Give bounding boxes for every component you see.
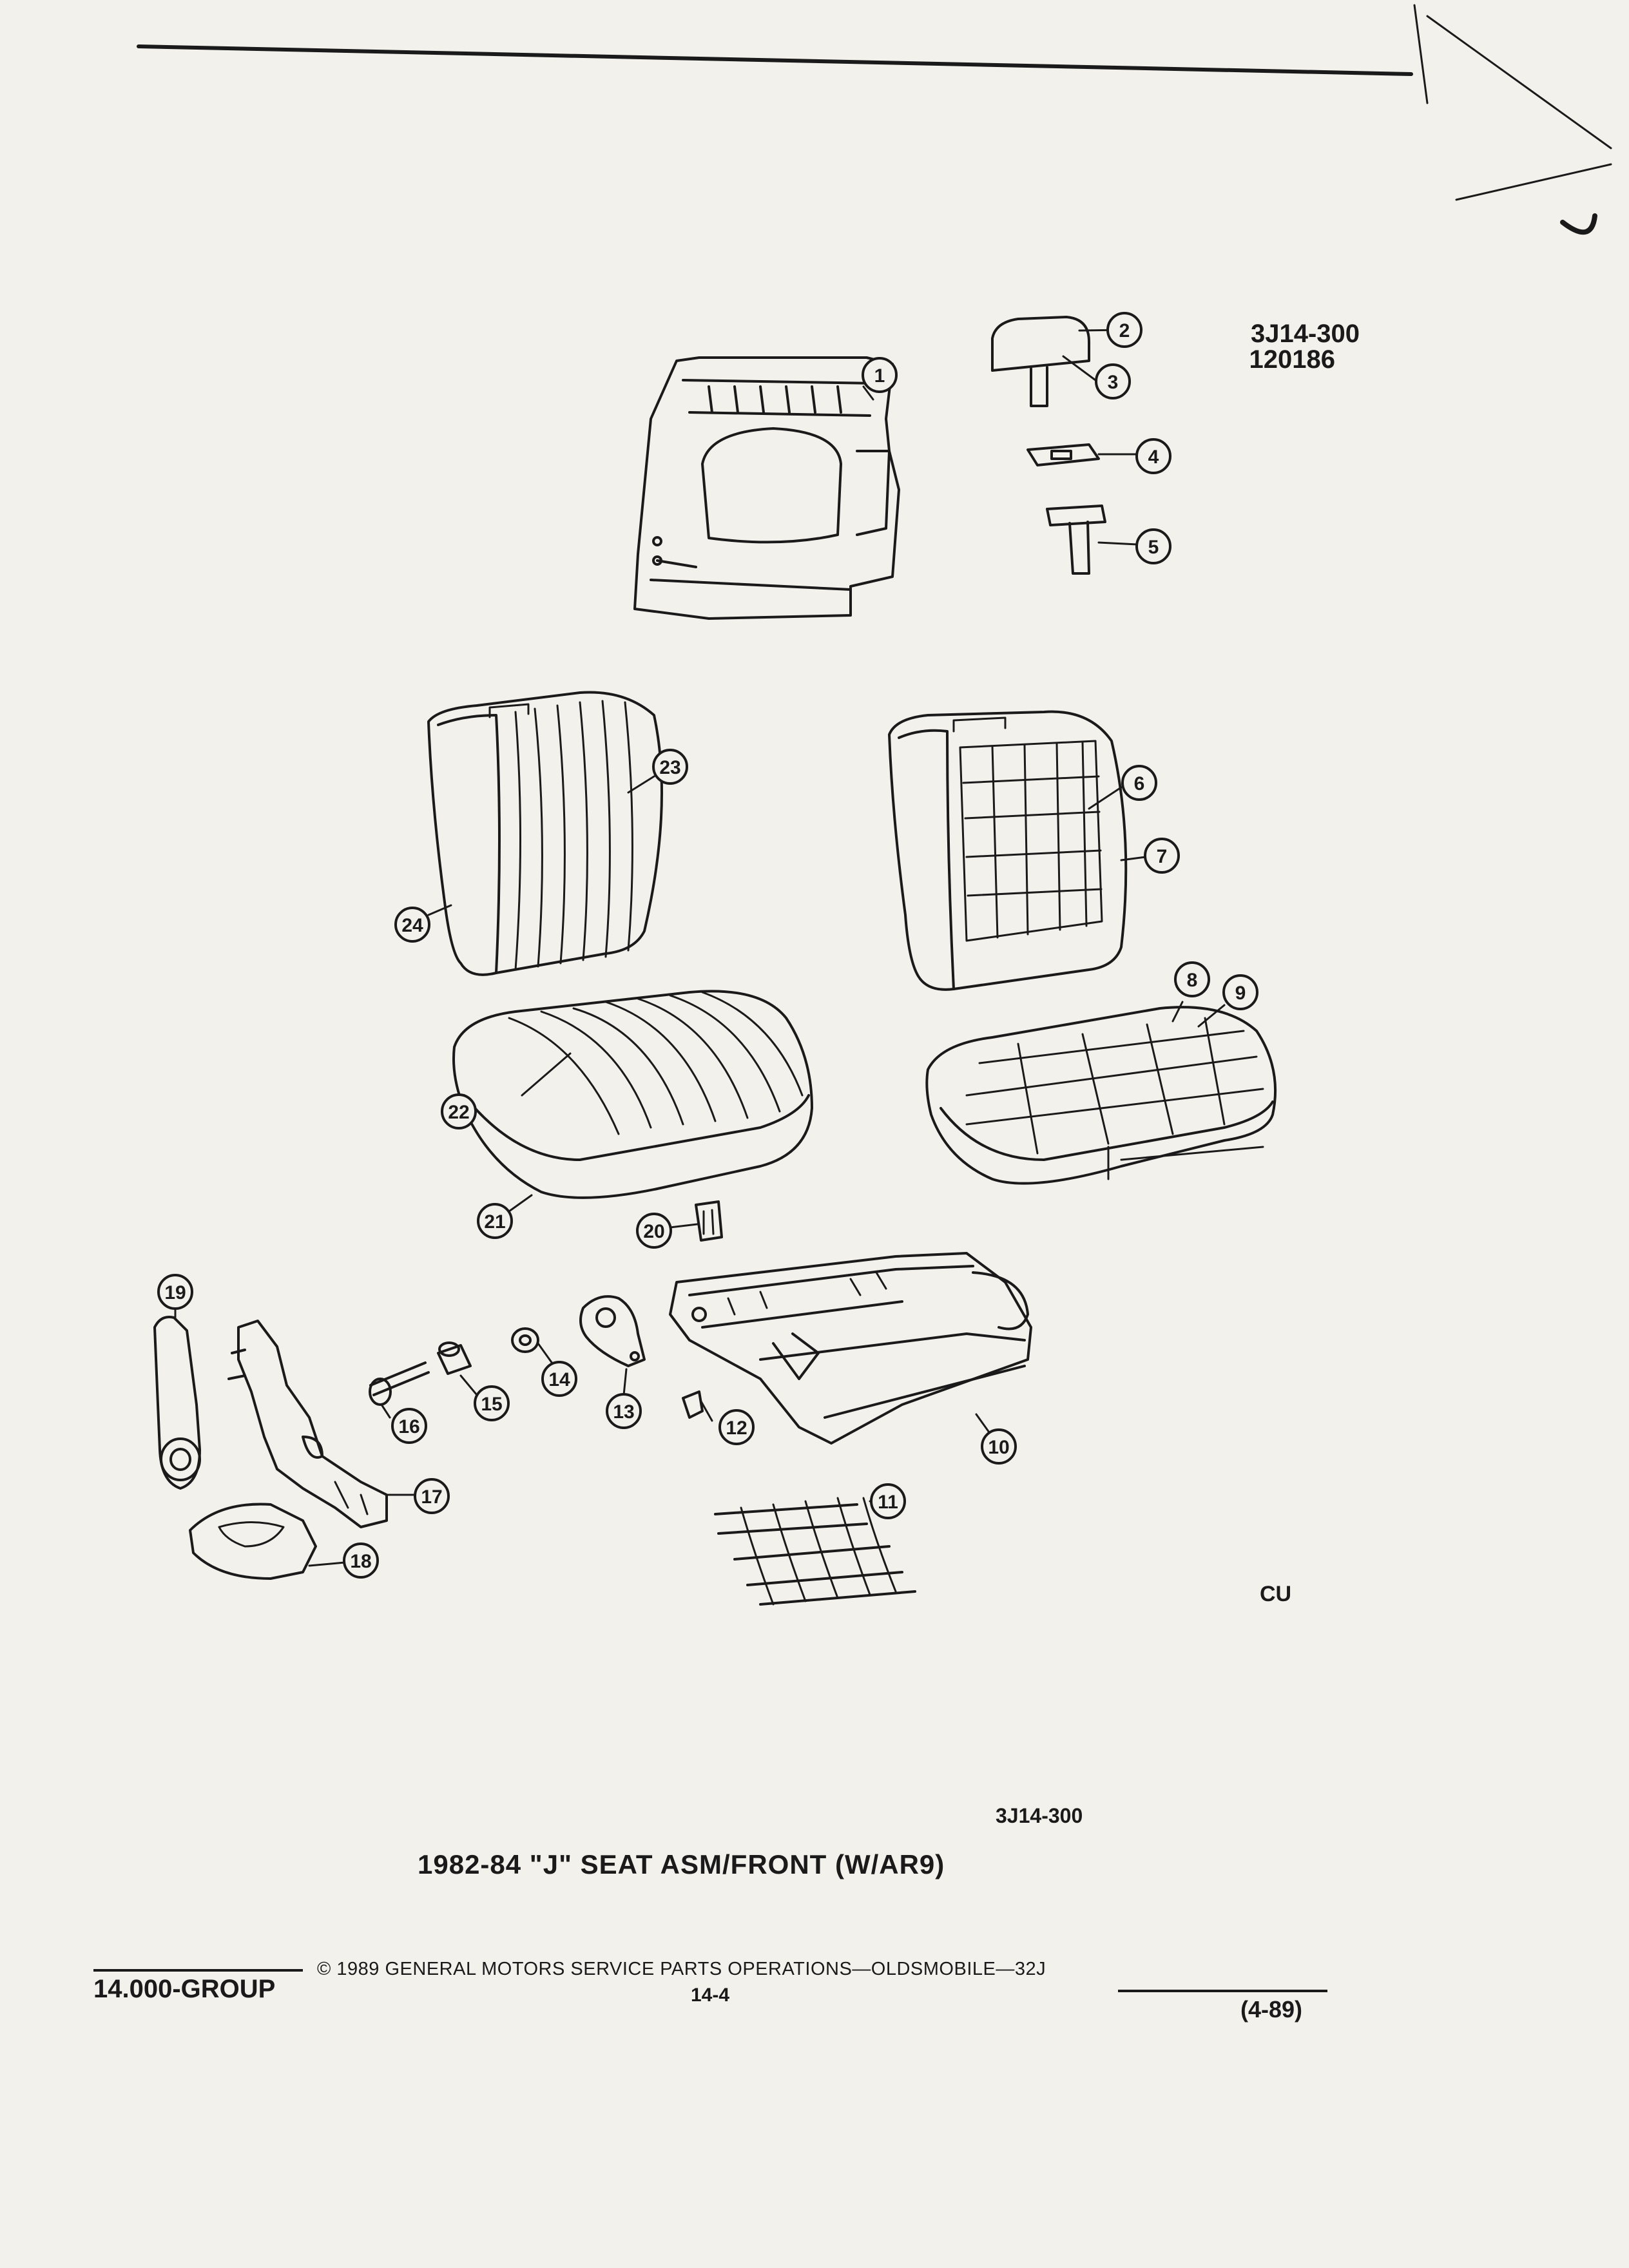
callout-11: 11 <box>870 1483 906 1519</box>
clip-small <box>682 1390 704 1419</box>
callout-8: 8 <box>1174 961 1210 997</box>
svg-text:17: 17 <box>421 1486 442 1508</box>
page-number: 14-4 <box>691 1984 730 2006</box>
svg-text:11: 11 <box>878 1492 898 1513</box>
left-seat-cushion <box>452 990 813 1199</box>
headrest-guide <box>1046 505 1106 575</box>
svg-text:13: 13 <box>613 1401 634 1423</box>
callout-17: 17 <box>414 1478 450 1514</box>
callouts: 1 2 3 4 5 6 7 8 9 10 11 12 13 14 15 16 1… <box>157 312 1258 1579</box>
group-label: 14.000-GROUP <box>93 1975 276 2003</box>
bolt <box>369 1361 430 1406</box>
svg-text:8: 8 <box>1187 970 1198 991</box>
right-seat-cushion <box>925 1006 1277 1185</box>
svg-text:19: 19 <box>164 1282 186 1303</box>
guide-bezel <box>1027 443 1100 466</box>
svg-text:23: 23 <box>659 757 680 778</box>
svg-text:7: 7 <box>1157 846 1168 867</box>
callout-12: 12 <box>718 1409 755 1445</box>
callout-5: 5 <box>1135 528 1171 564</box>
svg-text:5: 5 <box>1148 537 1159 558</box>
callout-24: 24 <box>394 907 430 943</box>
svg-text:20: 20 <box>643 1221 664 1242</box>
svg-text:15: 15 <box>481 1394 502 1415</box>
headrest <box>991 316 1090 407</box>
bushing <box>437 1341 472 1375</box>
callout-4: 4 <box>1135 438 1171 474</box>
top-rule <box>137 44 1413 76</box>
callout-22: 22 <box>441 1093 477 1129</box>
svg-text:6: 6 <box>1134 773 1145 794</box>
recliner-handle <box>153 1316 201 1490</box>
callout-23: 23 <box>652 749 688 785</box>
callout-9: 9 <box>1222 974 1258 1010</box>
seat-springs <box>714 1497 916 1606</box>
svg-text:18: 18 <box>350 1551 371 1572</box>
callout-7: 7 <box>1144 838 1180 874</box>
svg-text:16: 16 <box>398 1416 419 1437</box>
seat-adjuster-frame <box>669 1252 1032 1445</box>
svg-text:10: 10 <box>988 1437 1009 1458</box>
svg-text:2: 2 <box>1119 320 1130 341</box>
callout-16: 16 <box>391 1408 427 1444</box>
svg-text:1: 1 <box>874 365 885 387</box>
right-seat-back-pad <box>888 710 1128 991</box>
svg-text:22: 22 <box>448 1102 469 1123</box>
illustration-code: 3J14-300 <box>996 1804 1083 1827</box>
callout-13: 13 <box>606 1393 642 1429</box>
recliner-cover <box>189 1503 317 1580</box>
callout-2: 2 <box>1106 312 1142 348</box>
svg-text:12: 12 <box>726 1418 747 1439</box>
callout-3: 3 <box>1095 363 1131 399</box>
callout-20: 20 <box>636 1213 672 1249</box>
left-seat-back-pad <box>427 691 663 976</box>
seat-back-frame <box>633 356 900 620</box>
callout-15: 15 <box>474 1385 510 1421</box>
revision-date: (4-89) <box>1240 1996 1303 2023</box>
callout-19: 19 <box>157 1274 193 1310</box>
figure-caption: 1982-84 "J" SEAT ASM/FRONT (W/AR9) <box>418 1849 945 1879</box>
nut <box>511 1327 539 1353</box>
reference-code: 3J14-300 <box>1250 320 1360 348</box>
callout-1: 1 <box>862 357 898 393</box>
svg-text:3: 3 <box>1108 372 1119 393</box>
callout-6: 6 <box>1121 765 1157 801</box>
callout-18: 18 <box>343 1542 379 1579</box>
svg-text:24: 24 <box>401 915 423 936</box>
clip <box>695 1200 723 1242</box>
svg-text:4: 4 <box>1148 447 1159 468</box>
recliner-mechanism <box>227 1320 388 1528</box>
svg-text:14: 14 <box>548 1369 570 1390</box>
recliner-bracket <box>579 1295 646 1367</box>
svg-text:21: 21 <box>484 1211 505 1233</box>
callout-14: 14 <box>541 1361 577 1397</box>
callout-10: 10 <box>981 1428 1017 1465</box>
footer-rules <box>93 1969 1327 1992</box>
svg-text:9: 9 <box>1235 983 1246 1004</box>
leader-lines <box>174 329 1226 1567</box>
publisher-mark: CU <box>1260 1582 1292 1606</box>
reference-number: 120186 <box>1249 345 1335 374</box>
callout-21: 21 <box>477 1203 513 1239</box>
copyright-line: © 1989 GENERAL MOTORS SERVICE PARTS OPER… <box>317 1959 1046 1979</box>
